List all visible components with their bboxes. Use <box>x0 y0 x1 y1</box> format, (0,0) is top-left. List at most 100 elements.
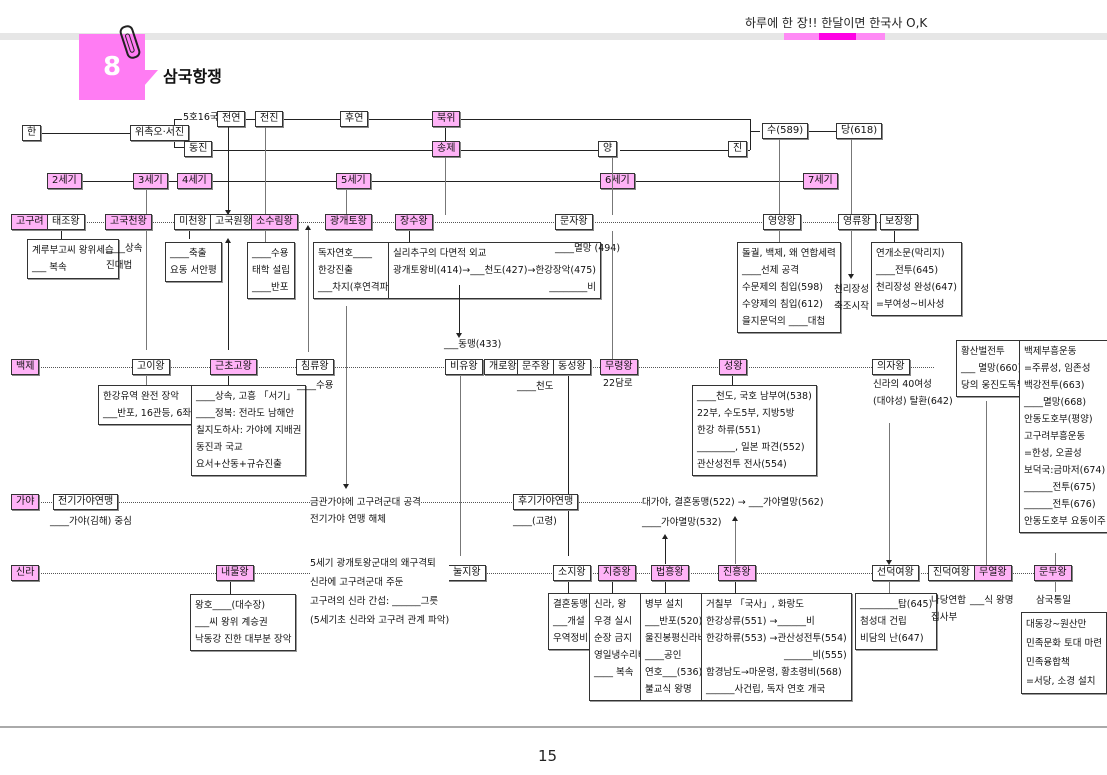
connector-line <box>851 139 852 214</box>
gaya-late-league: 후기가야연맹 <box>513 494 579 510</box>
note-gaya-532: ____가야멸망(532) <box>642 517 722 528</box>
century-7: 7세기 <box>803 173 838 189</box>
note-gaya-late: ____(고령) <box>513 516 557 527</box>
king-nulji: 눌지왕 <box>448 565 486 581</box>
king-chimnyu: 침류왕 <box>296 359 334 375</box>
node-chen: 진 <box>728 141 748 157</box>
node-han: 한 <box>22 125 42 141</box>
silla-timeline <box>34 573 1064 574</box>
century-line <box>74 181 810 182</box>
connector-line <box>174 119 182 120</box>
connector-line <box>346 190 347 214</box>
note-chimnyu: ____수용 <box>297 380 334 391</box>
note-taejo: 계루부고씨 왕위세습___ 복속 <box>27 239 119 279</box>
arrow-up-icon <box>305 225 311 230</box>
connector-line <box>732 376 733 386</box>
connector-line <box>612 582 613 594</box>
connector-line <box>265 127 266 215</box>
king-muryeong: 무령왕 <box>600 359 638 375</box>
king-jinheung: 진흥왕 <box>718 565 756 581</box>
gaya-early-league: 전기가야연맹 <box>53 494 119 510</box>
row-label-baekje: 백제 <box>11 359 40 375</box>
connector-line <box>189 231 190 239</box>
connector-line <box>210 150 432 151</box>
connector-line <box>230 582 231 596</box>
king-gwanggaeto: 광개토왕 <box>325 214 372 230</box>
header-slogan: 하루에 한 장!! 한달이면 한국사 O,K <box>745 16 928 30</box>
node-sui: 수(589) <box>762 123 809 139</box>
connector-line <box>894 231 895 243</box>
note-goi: 한강유역 완전 장악___반포, 16관등, 6좌평 <box>98 385 205 425</box>
connector-line <box>280 119 340 120</box>
arrow-down-icon <box>848 274 854 279</box>
goguryeo-timeline <box>34 222 914 223</box>
connector-line <box>459 285 460 335</box>
king-biyu: 비유왕 <box>445 359 483 375</box>
connector-line <box>612 231 613 361</box>
note-bojang: 연개소문(막리지)____전투(645)천리장성 완성(647)=부여성~비사성 <box>871 242 963 316</box>
note-gaya-marriage: 대가야, 결혼동맹(522) → ___가야멸망(562) <box>642 494 824 511</box>
header-accent <box>784 33 819 40</box>
connector-line <box>851 231 852 276</box>
connector-line <box>750 119 751 150</box>
connector-line <box>242 119 256 120</box>
king-geunchogo: 근초고왕 <box>210 359 257 375</box>
connector-line <box>146 190 147 350</box>
king-seong: 성왕 <box>719 359 748 375</box>
connector-line <box>735 582 736 594</box>
king-yeongyang: 영양왕 <box>763 214 801 230</box>
king-muyeol: 무열왕 <box>974 565 1012 581</box>
connector-line <box>460 376 461 556</box>
arrow-down-icon <box>343 484 349 489</box>
note-gwanggaeto: 독자연호____한강진출___차지(후연격파) <box>313 242 398 299</box>
king-taejo: 태조왕 <box>47 214 85 230</box>
connector-line <box>889 582 890 594</box>
king-munju: 문주왕 <box>517 359 555 375</box>
connector-line <box>228 376 229 386</box>
king-munmu: 문무왕 <box>1034 565 1072 581</box>
header-accent <box>819 33 856 40</box>
king-micheon: 미천왕 <box>174 214 212 230</box>
king-naemul: 내물왕 <box>216 565 254 581</box>
row-label-silla: 신라 <box>11 565 40 581</box>
king-jangsu: 장수왕 <box>395 214 433 230</box>
king-jindeok: 진덕여왕 <box>928 565 975 581</box>
node-liang: 양 <box>598 141 618 157</box>
row-label-gaya: 가야 <box>11 494 40 510</box>
note-munmu: 삼국통일 <box>1036 595 1071 606</box>
note-muryeong: 22담로 <box>603 378 633 389</box>
connector-line <box>265 231 266 243</box>
century-3: 3세기 <box>133 173 168 189</box>
king-yeongnyu: 영류왕 <box>838 214 876 230</box>
king-sosurim: 소수림왕 <box>251 214 298 230</box>
king-seondeok: 선덕여왕 <box>872 565 919 581</box>
note-muyeol: ___식 왕명 <box>970 595 1014 606</box>
header-band <box>0 33 1107 40</box>
king-beopheung: 법흥왕 <box>651 565 689 581</box>
chapter-tag <box>79 34 145 100</box>
row-label-goguryeo: 고구려 <box>11 214 49 230</box>
note-naje-alliance: ___동맹(433) <box>444 339 502 350</box>
connector-line <box>445 127 446 142</box>
connector-line <box>1055 582 1056 592</box>
connector-line <box>798 131 836 132</box>
node-five-hu: 5호16국 <box>183 112 219 123</box>
connector-line <box>366 119 432 120</box>
connector-line <box>445 157 446 215</box>
node-tang: 당(618) <box>836 123 883 139</box>
connector-line <box>146 376 147 386</box>
connector-line <box>228 240 229 350</box>
